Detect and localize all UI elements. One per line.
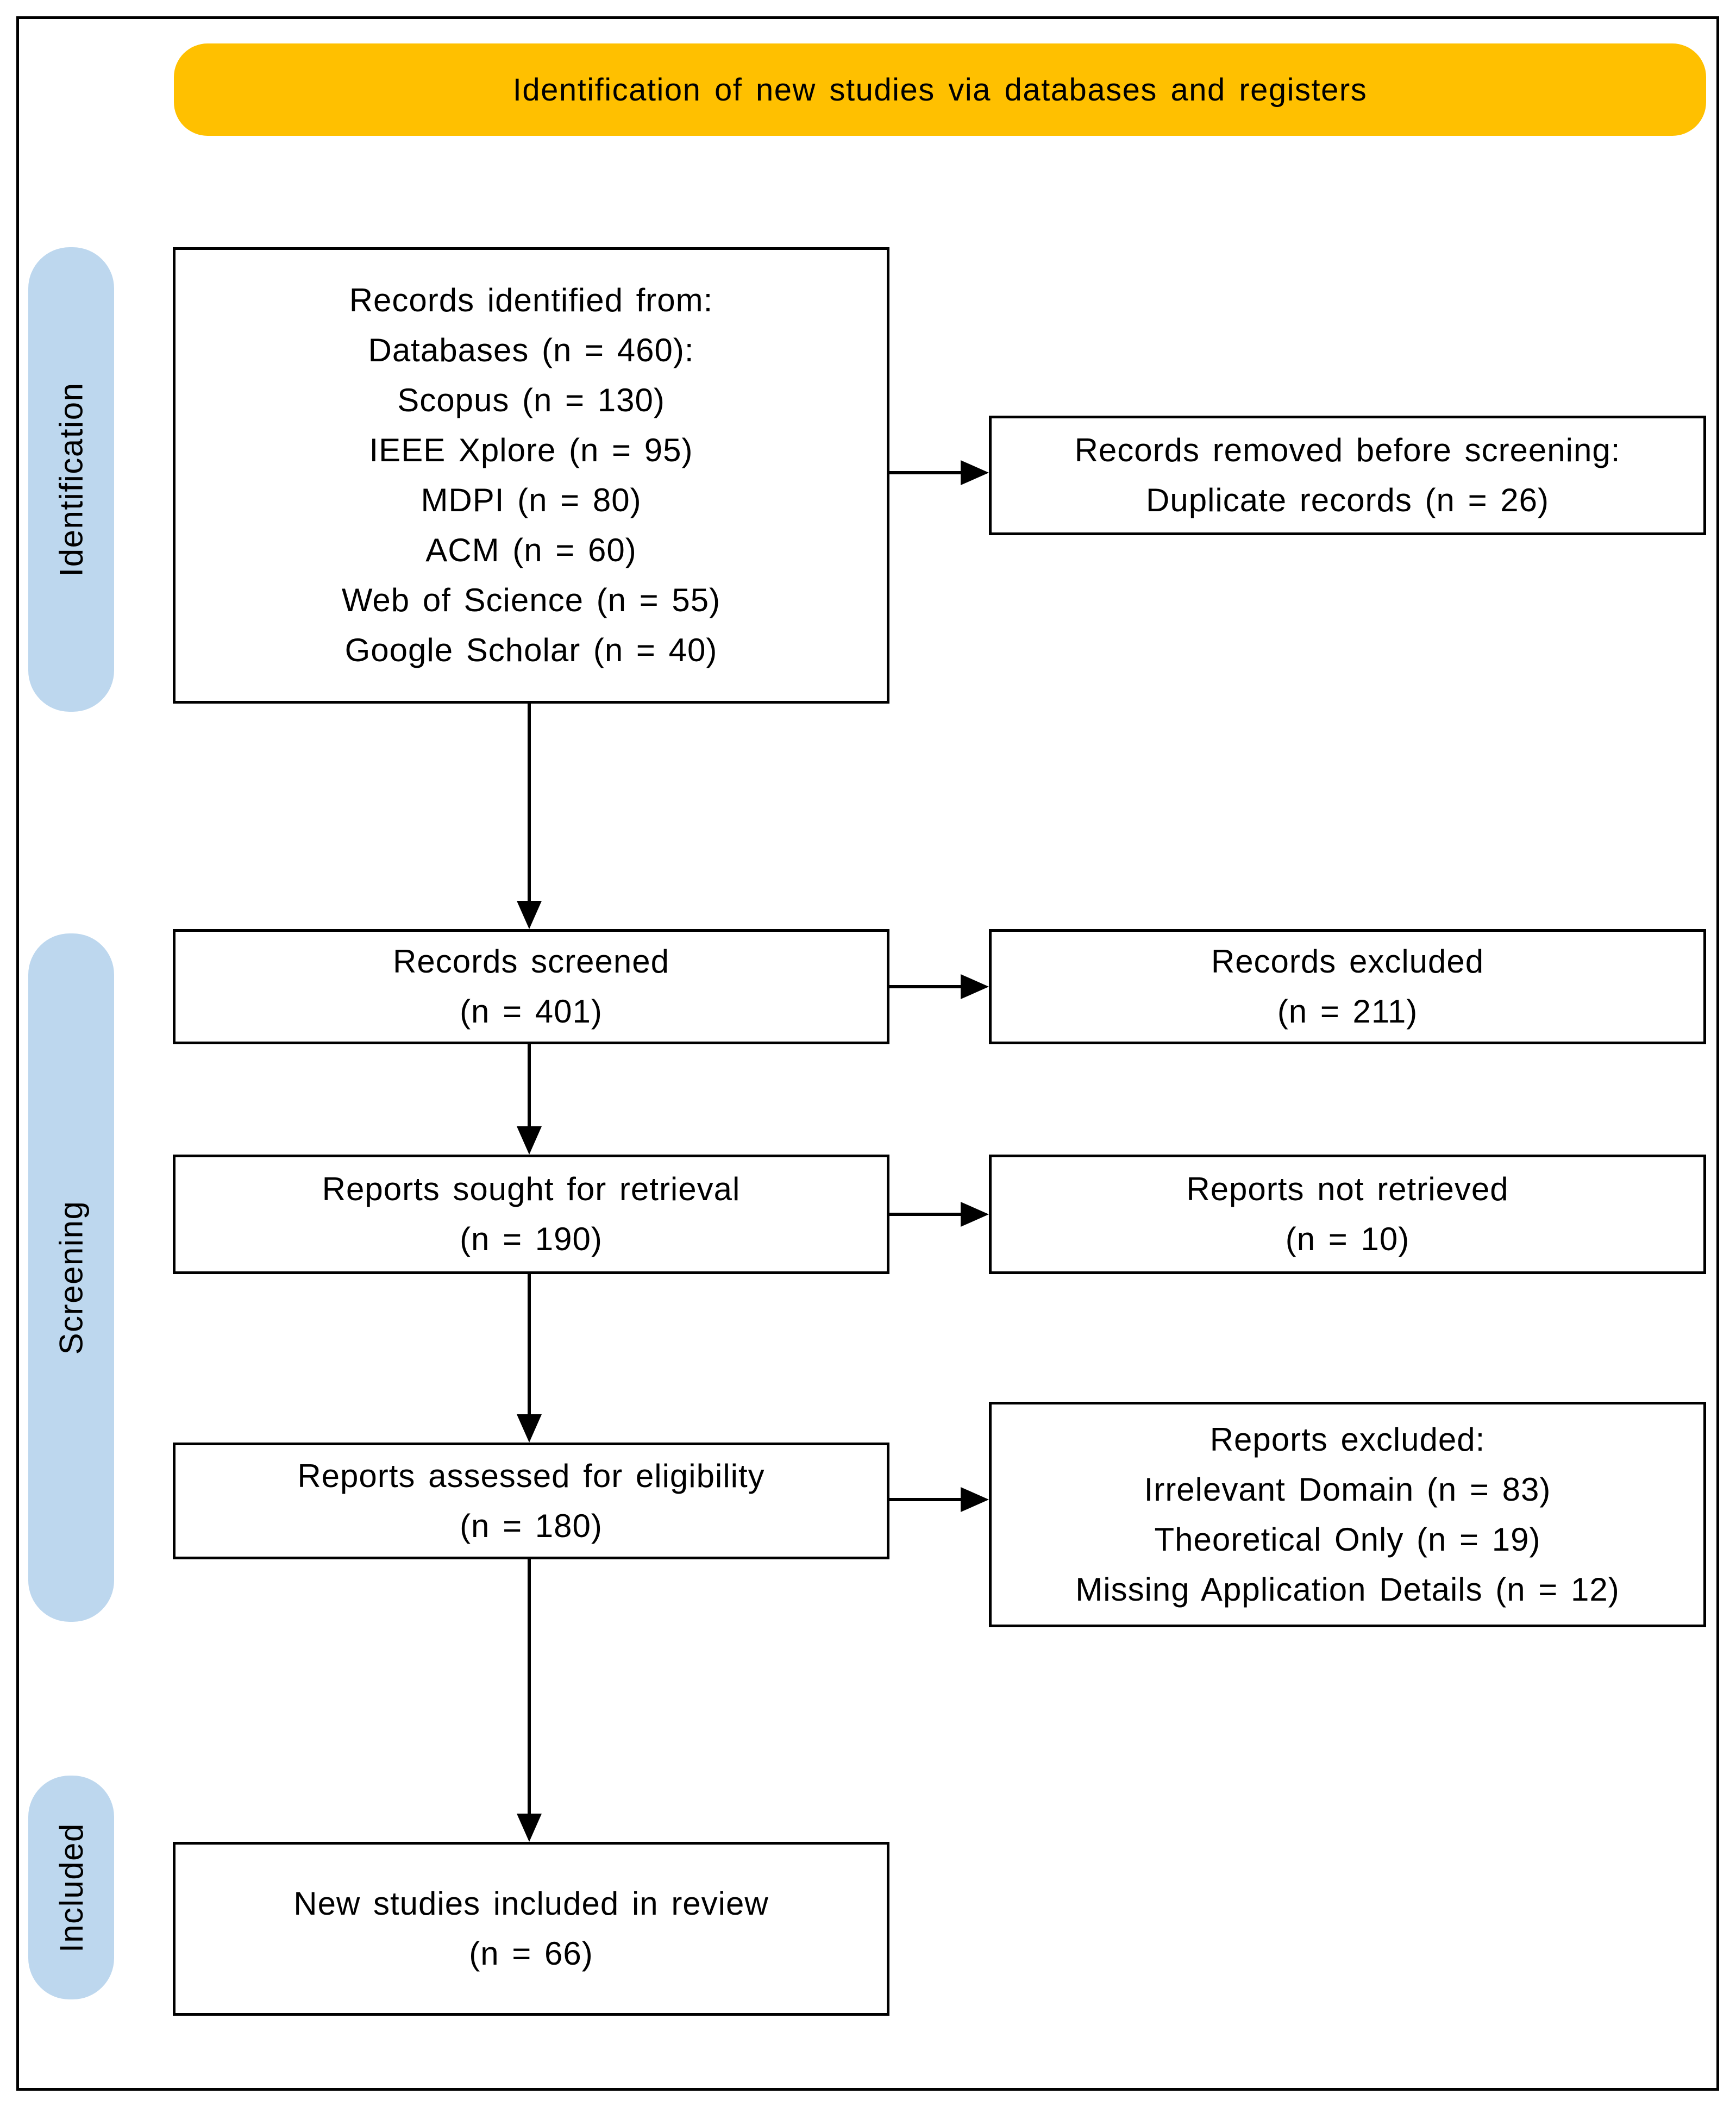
box-line: Databases (n = 460): (368, 332, 694, 368)
stage-label-identification: Identification (28, 247, 114, 712)
box-line: (n = 10) (1285, 1221, 1410, 1257)
box-reports-excluded: Reports excluded: Irrelevant Domain (n = … (989, 1402, 1706, 1627)
title-banner: Identification of new studies via databa… (174, 43, 1706, 136)
box-line: (n = 211) (1277, 993, 1418, 1030)
box-line: Records identified from: (349, 282, 713, 318)
box-line: Reports assessed for eligibility (297, 1457, 765, 1494)
box-line: New studies included in review (293, 1885, 769, 1922)
box-line: (n = 401) (460, 993, 603, 1030)
box-records-identified: Records identified from: Databases (n = 4… (173, 247, 889, 704)
box-line: Scopus (n = 130) (397, 382, 665, 418)
box-line: (n = 190) (460, 1221, 603, 1257)
box-line: Irrelevant Domain (n = 83) (1144, 1471, 1551, 1508)
box-line: Duplicate records (n = 26) (1146, 482, 1549, 518)
box-reports-assessed: Reports assessed for eligibility (n = 180… (173, 1443, 889, 1559)
box-line: Reports not retrieved (1186, 1171, 1509, 1207)
box-line: MDPI (n = 80) (421, 482, 642, 518)
box-records-screened: Records screened (n = 401) (173, 929, 889, 1044)
box-line: Records removed before screening: (1074, 432, 1621, 468)
arrow-sought-to-assessed (528, 1274, 531, 1414)
box-records-removed: Records removed before screening: Duplica… (989, 416, 1706, 535)
arrow-assessed-to-studies-included (528, 1559, 531, 1814)
title-banner-label: Identification of new studies via databa… (512, 72, 1368, 108)
box-line: Reports sought for retrieval (322, 1171, 741, 1207)
arrow-identified-to-screened (528, 704, 531, 901)
diagram-border (16, 16, 1719, 2091)
box-line: Web of Science (n = 55) (341, 582, 721, 618)
box-line: (n = 66) (469, 1935, 593, 1972)
box-line: Theoretical Only (n = 19) (1154, 1521, 1541, 1558)
box-reports-sought: Reports sought for retrieval (n = 190) (173, 1155, 889, 1274)
box-line: Records excluded (1211, 943, 1484, 980)
box-records-excluded: Records excluded (n = 211) (989, 929, 1706, 1044)
box-studies-included: New studies included in review (n = 66) (173, 1842, 889, 2016)
arrow-identified-to-removed (889, 471, 961, 474)
stage-label-included-text: Included (53, 1822, 90, 1953)
stage-label-included: Included (28, 1776, 114, 1999)
box-line: Reports excluded: (1209, 1421, 1486, 1458)
box-line: ACM (n = 60) (425, 532, 637, 568)
stage-label-screening: Screening (28, 933, 114, 1622)
box-line: Google Scholar (n = 40) (344, 632, 718, 668)
box-reports-not-retrieved: Reports not retrieved (n = 10) (989, 1155, 1706, 1274)
box-line: (n = 180) (460, 1507, 603, 1544)
arrow-screened-to-excluded (889, 985, 961, 988)
arrow-assessed-to-reports-excluded (889, 1498, 961, 1501)
arrow-sought-to-not-retrieved (889, 1213, 961, 1216)
stage-label-screening-text: Screening (53, 1200, 90, 1355)
stage-label-identification-text: Identification (53, 382, 90, 577)
box-line: IEEE Xplore (n = 95) (369, 432, 693, 468)
arrow-screened-to-sought (528, 1044, 531, 1126)
box-line: Records screened (393, 943, 669, 980)
box-line: Missing Application Details (n = 12) (1075, 1571, 1620, 1608)
